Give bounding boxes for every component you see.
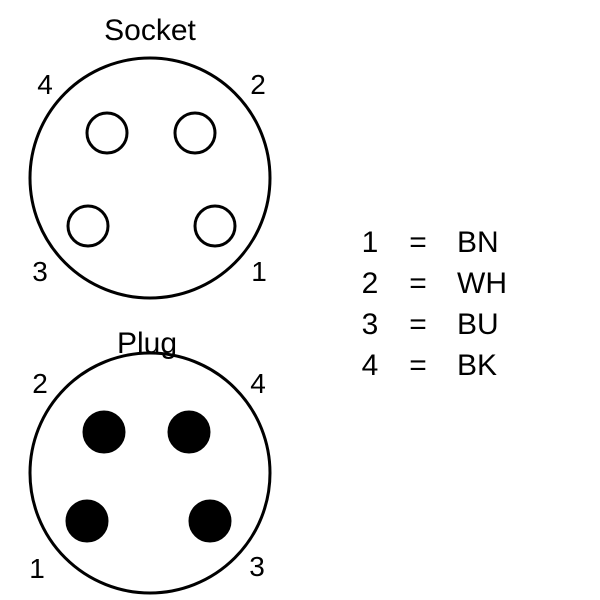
- legend-equals-sign: =: [409, 267, 427, 300]
- plug-contact-bottom-right: [188, 499, 232, 543]
- legend-pin-number: 3: [362, 308, 379, 341]
- legend-row: 1 = BN: [362, 226, 499, 259]
- socket-pin-label-top-right: 2: [250, 69, 266, 100]
- legend-equals-sign: =: [409, 226, 427, 259]
- legend-equals-sign: =: [409, 308, 427, 341]
- socket-group: Socket 4 2 3 1: [28, 14, 272, 300]
- plug-outline: [28, 351, 272, 595]
- plug-contact-bottom-left: [65, 499, 109, 543]
- socket-contact-bottom-right: [193, 204, 237, 248]
- legend-color-code: BU: [457, 308, 499, 341]
- legend-equals-sign: =: [409, 349, 427, 382]
- socket-pin-label-bottom-left: 3: [32, 256, 48, 287]
- legend-row: 3 = BU: [362, 308, 499, 341]
- socket-contact-top-left: [85, 111, 129, 155]
- socket-contact-top-right: [173, 111, 217, 155]
- socket-contact-bottom-left: [66, 204, 110, 248]
- socket-pin-label-top-left: 4: [37, 69, 53, 100]
- legend-pin-number: 1: [362, 226, 379, 259]
- plug-contact-top-right: [167, 410, 211, 454]
- plug-pin-label-bottom-left: 1: [29, 553, 45, 584]
- socket-outline: [28, 56, 272, 300]
- plug-pin-label-top-left: 2: [32, 368, 48, 399]
- wire-color-legend: 1 = BN 2 = WH 3 = BU 4 = BK: [362, 226, 507, 382]
- legend-row: 2 = WH: [362, 267, 507, 300]
- plug-contact-top-left: [82, 410, 126, 454]
- socket-title: Socket: [104, 14, 196, 47]
- plug-pin-label-top-right: 4: [250, 368, 266, 399]
- legend-color-code: WH: [457, 267, 507, 300]
- plug-group: Plug 2 4 1 3: [28, 327, 272, 595]
- legend-color-code: BK: [457, 349, 497, 382]
- socket-pin-label-bottom-right: 1: [251, 256, 267, 287]
- legend-pin-number: 2: [362, 267, 379, 300]
- plug-title: Plug: [117, 327, 177, 360]
- legend-color-code: BN: [457, 226, 499, 259]
- legend-row: 4 = BK: [362, 349, 497, 382]
- legend-pin-number: 4: [362, 349, 379, 382]
- plug-pin-label-bottom-right: 3: [249, 551, 265, 582]
